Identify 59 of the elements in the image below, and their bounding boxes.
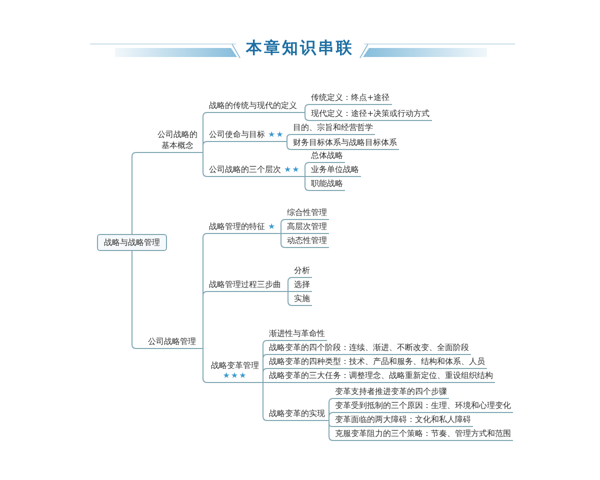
branch-topic: 变革受到抵制的三个原因：生理、环境和心理变化: [333, 400, 513, 412]
connector-line: [262, 382, 268, 421]
connector-line: [302, 162, 310, 177]
topic-text: 公司使命与目标: [209, 130, 265, 138]
branch-topic: 变革支持者推进变革的四个步骤: [333, 386, 449, 398]
branch-topic: 渐进性与革命性: [267, 328, 327, 340]
title: 本章知识串联: [246, 38, 354, 58]
branch-topic: 分析: [292, 264, 312, 278]
branch-topic: 战略变革的三大任务：调整理念、战略重新定位、重设组织结构: [267, 370, 495, 382]
connector-line: [286, 141, 292, 150]
branch-topic: 战略管理过程三步曲: [207, 278, 283, 292]
connector-line: [326, 412, 334, 421]
star-rating: ★★★: [222, 370, 248, 380]
branch-topic: [207, 220, 278, 234]
connector-line: [262, 382, 268, 383]
connector-line: [298, 112, 310, 121]
branch-topic: 战略变革的四个阶段：连续、渐进、不断改变、全面阶段: [267, 342, 471, 354]
branch-topic: 克服变革阻力的三个策略：节奏、管理方式和范围: [333, 428, 513, 440]
star-rating: ★★: [268, 130, 284, 138]
branch-topic: 总体战略: [309, 150, 345, 162]
connector-line: [202, 152, 208, 177]
branch-topic: 战略变革的四种类型：技术、产品和服务、结构和体系、人员: [267, 356, 487, 368]
branch-topic: 财务目标体系与战略目标体系: [291, 136, 399, 150]
root-topic-box: 战略与战略管理: [97, 234, 167, 251]
connector-line: [278, 219, 286, 234]
branch-topic: 实施: [292, 292, 312, 306]
branch-topic: 选择: [292, 278, 312, 292]
connector-line: [262, 368, 268, 383]
connector-line: [202, 348, 208, 383]
branch-topic: 战略变革的实现: [267, 408, 327, 420]
connector-line: [132, 152, 152, 234]
branch-topic: 现代定义：途径+决策或行动方式: [309, 108, 432, 120]
branch-topic: 公司战略的基本概念: [152, 128, 203, 152]
branch-topic: [207, 360, 263, 382]
connector-line: [326, 420, 334, 441]
branch-topic: 战略的传统与现代的定义: [207, 100, 299, 112]
star-rating: ★★: [284, 164, 300, 174]
branch-topic: 职能战略: [309, 178, 345, 190]
branch-topic: 公司战略管理: [141, 336, 203, 348]
star-rating: ★: [268, 222, 276, 230]
connector-line: [202, 141, 208, 153]
topic-text: 战略变革管理: [210, 360, 260, 370]
connector-line: [302, 176, 310, 191]
branch-topic: 传统定义：终点+途径: [309, 92, 392, 104]
branch-topic: 业务单位战略: [309, 164, 361, 176]
topic-text: 公司战略的三个层次: [209, 164, 281, 174]
branch-topic: 目的、宗旨和经营哲学: [291, 122, 375, 134]
connector-line: [202, 291, 208, 349]
branch-topic: 动态性管理: [285, 234, 329, 248]
branch-topic: [207, 128, 286, 142]
connector-line: [132, 250, 142, 349]
branch-topic: 变革面临的两大障碍：文化和私人障碍: [333, 414, 473, 426]
branch-topic: 综合性管理: [285, 206, 329, 220]
connector-line: [286, 134, 292, 142]
topic-text: 战略管理的特征: [209, 222, 265, 230]
branch-topic: 高层次管理: [285, 220, 329, 234]
branch-topic: [207, 164, 302, 176]
connector-line: [282, 291, 292, 306]
connector-line: [278, 233, 286, 248]
